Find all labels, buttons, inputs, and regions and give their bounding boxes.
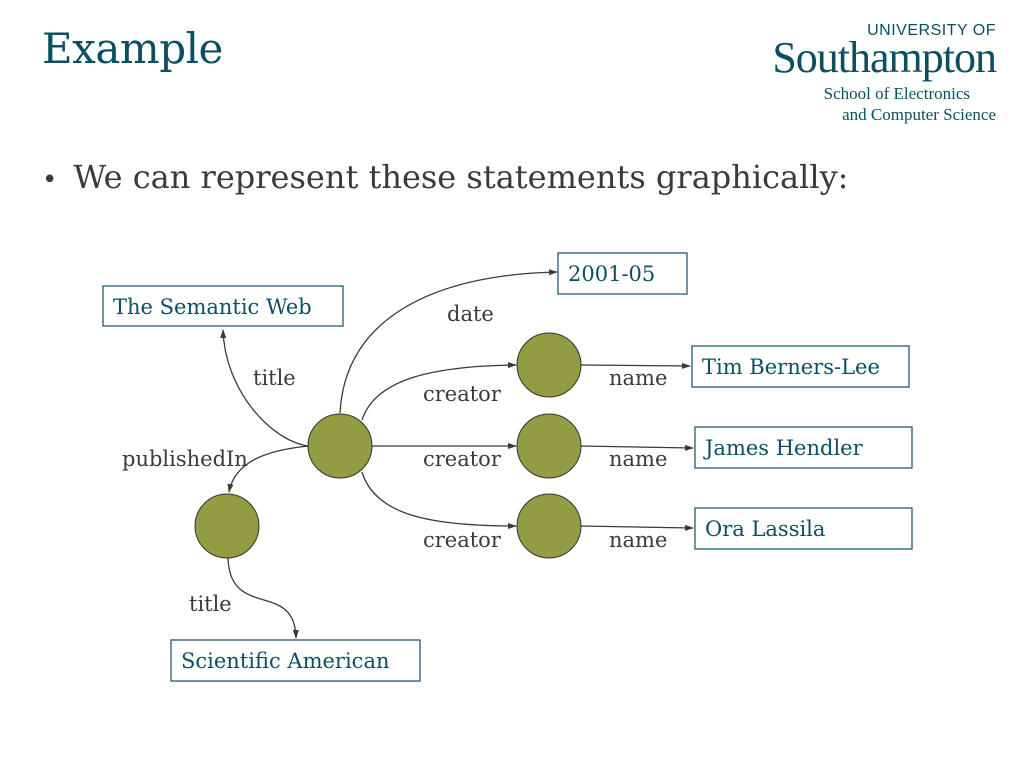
slide-title: Example (42, 24, 223, 73)
edge-label-date: date (447, 302, 494, 326)
literal-semantic-web-text: The Semantic Web (113, 295, 312, 319)
literal-sciam-text: Scientific American (181, 649, 389, 673)
edge-label-name-1: name (609, 366, 667, 390)
edge-name-3 (580, 524, 694, 531)
literal-semantic-web: The Semantic Web (102, 285, 344, 327)
edge-name-2 (580, 444, 694, 451)
edge-date (339, 269, 558, 414)
edge-label-title-journal: title (189, 592, 232, 616)
edge-label-creator-2: creator (423, 447, 502, 471)
edge-label-title-article: title (253, 366, 296, 390)
journal-node (194, 493, 260, 559)
literal-ora-text: Ora Lassila (705, 517, 825, 541)
logo-name-text: Southampton (772, 33, 997, 82)
article-node (307, 413, 373, 479)
university-logo: UNIVERSITY OF Southampton School of Elec… (740, 22, 1010, 132)
bullet-text: We can represent these statements graphi… (73, 158, 849, 196)
creator-node-3 (516, 493, 582, 559)
bullet-icon: • (42, 165, 58, 195)
edge-creator-3 (361, 471, 517, 529)
literal-tim-text: Tim Berners-Lee (702, 355, 880, 379)
literal-ora: Ora Lassila (694, 507, 913, 550)
edge-label-creator-3: creator (423, 528, 502, 552)
edge-title-article (220, 329, 309, 447)
edge-label-creator-1: creator (423, 382, 502, 406)
edge-label-name-2: name (609, 447, 667, 471)
edge-label-name-3: name (609, 528, 667, 552)
bullet-item: • We can represent these statements grap… (42, 158, 848, 196)
literal-tim: Tim Berners-Lee (691, 345, 910, 388)
logo-university-text: UNIVERSITY OF (867, 22, 996, 39)
logo-department-line2: and Computer Science (842, 105, 996, 124)
edge-creator-1 (361, 362, 517, 421)
edge-name-1 (580, 362, 691, 369)
edge-title-journal (227, 557, 299, 639)
edge-published-in (227, 445, 309, 493)
literal-date-text: 2001-05 (568, 262, 655, 286)
creator-node-2 (516, 413, 582, 479)
literal-date: 2001-05 (557, 252, 688, 295)
creator-node-1 (516, 332, 582, 398)
edge-label-published-in: publishedIn (122, 447, 248, 471)
literal-james-text: James Hendler (703, 436, 864, 460)
literal-james: James Hendler (694, 426, 913, 469)
logo-department-line1: School of Electronics (823, 84, 970, 103)
literal-sciam: Scientific American (170, 639, 421, 682)
